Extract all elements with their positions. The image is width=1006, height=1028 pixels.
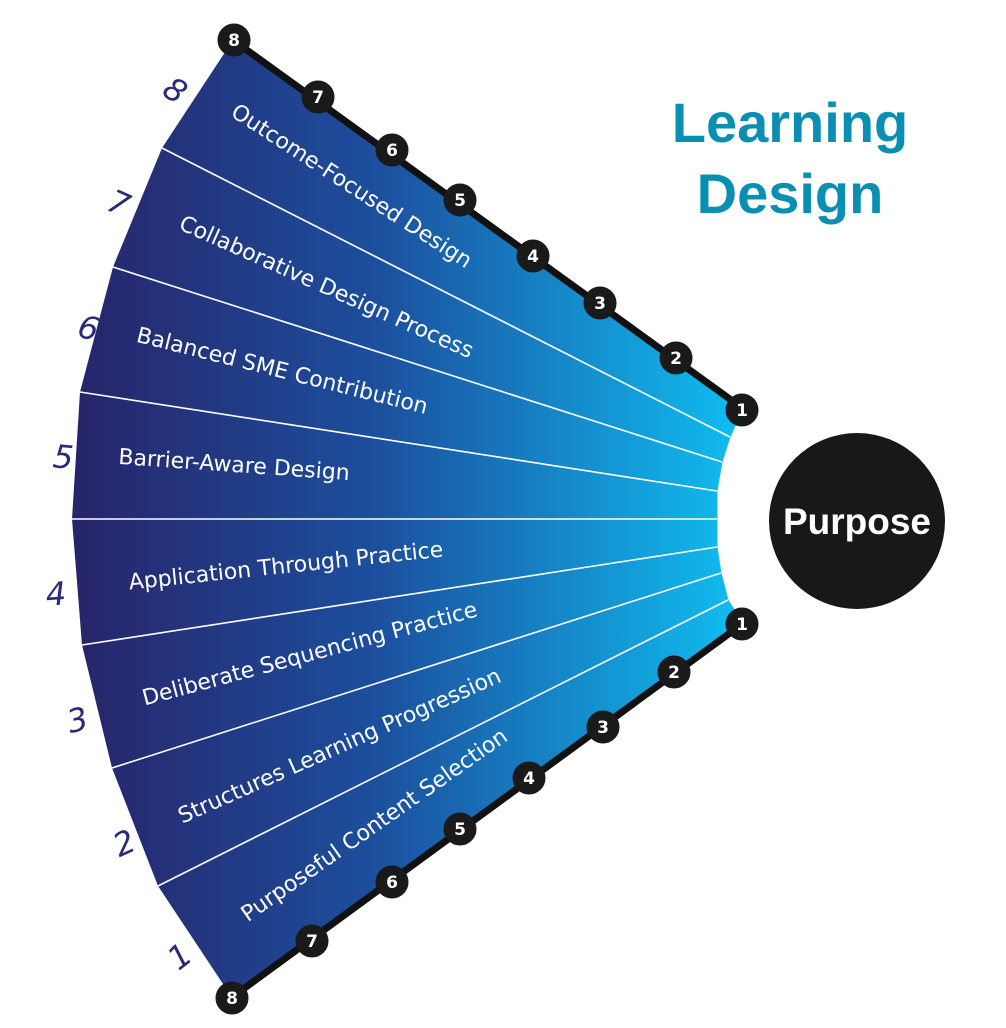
segment-2 — [112, 573, 728, 886]
segment-number-3: 3 — [63, 699, 92, 741]
scale-marker-dot — [217, 23, 251, 57]
scale-marker-dot — [512, 761, 546, 795]
purpose-label: Purpose — [783, 501, 931, 542]
segment-7 — [113, 148, 730, 462]
scale-marker-bottom: 8 — [215, 981, 249, 1015]
segment-number-5: 5 — [51, 437, 75, 477]
scale-marker-bottom: 3 — [586, 710, 620, 744]
segment-number-8: 8 — [156, 69, 194, 112]
scale-marker-number: 3 — [597, 718, 609, 738]
scale-marker-number: 6 — [386, 141, 398, 161]
scale-marker-dot — [215, 981, 249, 1015]
scale-marker-number: 7 — [312, 88, 324, 108]
scale-marker-number: 5 — [454, 820, 466, 840]
scale-marker-number: 4 — [527, 247, 539, 267]
scale-marker-top: 7 — [301, 80, 335, 114]
scale-marker-bottom: 6 — [375, 865, 409, 899]
scale-marker-dot — [583, 286, 617, 320]
scale-marker-bottom: 1 — [725, 607, 759, 641]
scale-marker-bottom: 2 — [657, 655, 691, 689]
segment-divider — [161, 147, 731, 438]
segment-8 — [162, 40, 742, 437]
segment-divider — [111, 572, 722, 769]
scale-marker-number: 5 — [454, 191, 466, 211]
purpose-circle — [769, 433, 945, 609]
scale-marker-bottom: 4 — [512, 761, 546, 795]
segment-number-4: 4 — [44, 574, 67, 613]
dividers-layer — [72, 147, 731, 887]
scale-marker-dot — [301, 80, 335, 114]
scale-marker-number: 2 — [670, 349, 682, 369]
title-line-2: Design — [696, 162, 884, 225]
scale-marker-number: 1 — [736, 615, 748, 635]
scale-marker-top: 3 — [583, 286, 617, 320]
scale-marker-bottom: 7 — [295, 924, 329, 958]
segment-divider — [112, 266, 723, 463]
scale-marker-dot — [375, 133, 409, 167]
segment-1 — [158, 600, 742, 996]
segment-divider — [81, 546, 718, 646]
scale-marker-top: 4 — [516, 239, 550, 273]
markers-layer: 1 2 3 4 5 6 7 8 1 2 3 4 5 6 7 8 — [215, 23, 759, 1015]
segment-number-1: 1 — [160, 935, 199, 977]
scale-marker-number: 4 — [523, 769, 535, 789]
scale-marker-number: 1 — [736, 401, 748, 421]
scale-marker-dot — [375, 865, 409, 899]
segment-6 — [80, 267, 722, 491]
scale-marker-dot — [295, 924, 329, 958]
center-layer: Purpose — [769, 433, 945, 609]
scale-marker-number: 7 — [306, 932, 318, 952]
title-line-1: Learning — [671, 91, 909, 154]
segment-3 — [82, 547, 721, 768]
scale-marker-number: 6 — [386, 873, 398, 893]
segment-divider — [79, 391, 718, 492]
scale-marker-dot — [659, 341, 693, 375]
scale-marker-bottom: 5 — [443, 812, 477, 846]
scale-marker-number: 3 — [594, 294, 606, 314]
scale-marker-dot — [443, 183, 477, 217]
scale-marker-dot — [725, 607, 759, 641]
scale-marker-number: 2 — [668, 663, 680, 683]
segment-4 — [72, 519, 717, 645]
scale-marker-top: 5 — [443, 183, 477, 217]
scale-marker-dot — [443, 812, 477, 846]
scale-marker-dot — [586, 710, 620, 744]
segment-5 — [72, 392, 717, 519]
scale-marker-dot — [516, 239, 550, 273]
scale-marker-dot — [725, 393, 759, 427]
scale-marker-number: 8 — [228, 31, 240, 51]
segment-number-7: 7 — [102, 182, 137, 225]
segments-layer — [72, 40, 743, 996]
scale-marker-top: 6 — [375, 133, 409, 167]
scale-marker-top: 8 — [217, 23, 251, 57]
segment-divider — [157, 599, 729, 887]
scale-marker-top: 2 — [659, 341, 693, 375]
scale-marker-number: 8 — [226, 989, 238, 1009]
scale-marker-dot — [657, 655, 691, 689]
scale-marker-top: 1 — [725, 393, 759, 427]
